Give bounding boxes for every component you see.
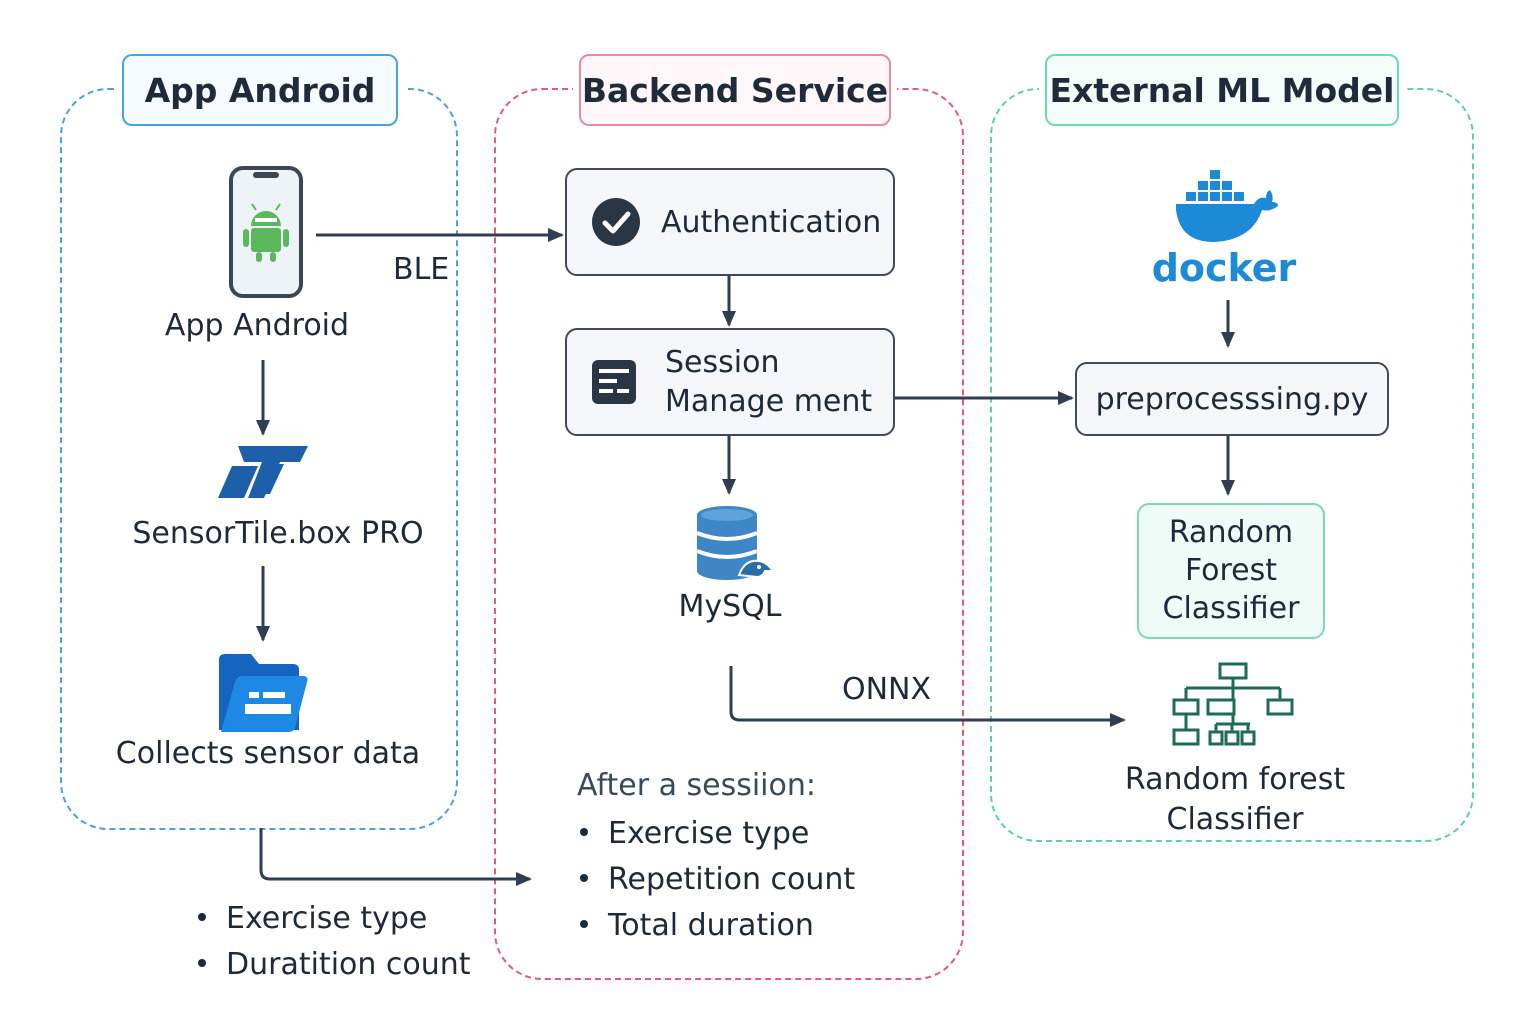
after-session-title: After a sessiion: bbox=[577, 768, 816, 803]
preprocessing-box: preprocesssing.py bbox=[1075, 362, 1389, 436]
ml-lane-title: External ML Model bbox=[1045, 54, 1399, 126]
list-item: Total duration bbox=[580, 903, 855, 949]
rf-label-line1: Random bbox=[1168, 515, 1294, 550]
android-lane-title: App Android bbox=[122, 54, 398, 126]
list-item: Exercise type bbox=[198, 896, 471, 942]
authentication-label: Authentication bbox=[661, 204, 882, 240]
mysql-label: MySQL bbox=[678, 589, 782, 624]
list-item: Repetition count bbox=[580, 857, 855, 903]
random-forest-box: Random Forest Classifier bbox=[1137, 503, 1325, 639]
ble-label: BLE bbox=[393, 252, 450, 287]
docker-label: docker bbox=[1151, 246, 1297, 290]
sensor-label: SensorTile.box PRO bbox=[132, 516, 424, 551]
arrow-android-after bbox=[259, 828, 532, 886]
after-session-list: Exercise type Repetition count Total dur… bbox=[580, 811, 855, 949]
tree-label-line1: Random forest bbox=[1124, 762, 1346, 797]
list-item: Duratition count bbox=[198, 942, 471, 988]
rf-label-line3: Classifier bbox=[1162, 591, 1300, 626]
preprocessing-label: preprocesssing.py bbox=[1095, 381, 1369, 417]
decision-tree-icon bbox=[1170, 662, 1296, 752]
onnx-label: ONNX bbox=[842, 672, 932, 707]
phone-label: App Android bbox=[164, 308, 350, 343]
backend-lane-title: Backend Service bbox=[579, 54, 891, 126]
database-icon bbox=[695, 505, 777, 587]
tree-label-line2: Classifier bbox=[1166, 802, 1304, 837]
check-circle-icon bbox=[591, 197, 641, 247]
session-label-line2: Manage ment bbox=[665, 384, 873, 419]
rf-label-line2: Forest bbox=[1184, 553, 1278, 588]
document-icon bbox=[591, 359, 637, 405]
android-output-list: Exercise type Duratition count bbox=[198, 896, 471, 988]
st-logo-icon bbox=[218, 444, 310, 504]
collect-label: Collects sensor data bbox=[115, 736, 421, 771]
list-item: Exercise type bbox=[580, 811, 855, 857]
tree-label: Random forest Classifier bbox=[1125, 760, 1345, 840]
session-management-box: Session Manage ment bbox=[565, 328, 895, 436]
docker-whale-icon bbox=[1174, 170, 1278, 254]
authentication-box: Authentication bbox=[565, 168, 895, 276]
android-phone-icon bbox=[229, 166, 303, 302]
session-label-line1: Session bbox=[665, 345, 780, 380]
folder-icon bbox=[217, 652, 309, 738]
arrow-onnx bbox=[729, 666, 1126, 727]
